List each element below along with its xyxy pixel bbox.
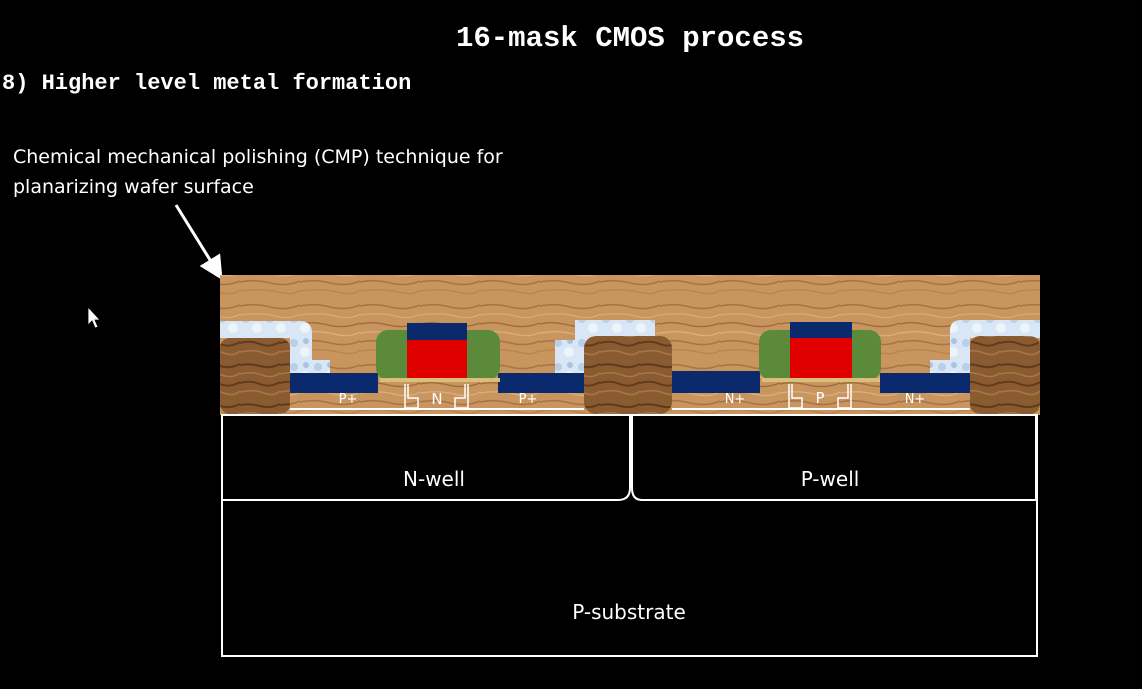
mouse-cursor-icon	[87, 305, 101, 329]
planarized-fill	[220, 320, 1040, 373]
step-heading: 8) Higher level metal formation	[2, 71, 412, 96]
slide-title: 16-mask CMOS process	[455, 22, 805, 55]
annotation-line-2: planarizing wafer surface	[13, 176, 254, 198]
pmos-right-diffusion-label: P+	[519, 392, 538, 407]
nmos-right-diffusion-label: N+	[905, 392, 926, 407]
metal-layer	[290, 371, 970, 393]
pmos-left-diffusion-label: P+	[339, 392, 358, 407]
junction-outlines	[404, 384, 852, 410]
nmos-gate-stack	[759, 322, 881, 382]
nwell-label: N-well	[403, 467, 465, 491]
pwell-label: P-well	[801, 467, 860, 491]
field-oxide	[220, 336, 1040, 414]
nmos-channel-label: P	[815, 389, 824, 407]
substrate-label: P-substrate	[572, 600, 686, 624]
cmp-annotation: Chemical mechanical polishing (CMP) tech…	[13, 142, 573, 202]
pmos-channel-label: N	[431, 390, 442, 408]
cmp-arrow	[174, 204, 223, 281]
pmos-gate-stack	[376, 323, 500, 382]
nmos-left-diffusion-label: N+	[725, 392, 746, 407]
annotation-line-1: Chemical mechanical polishing (CMP) tech…	[13, 146, 503, 168]
